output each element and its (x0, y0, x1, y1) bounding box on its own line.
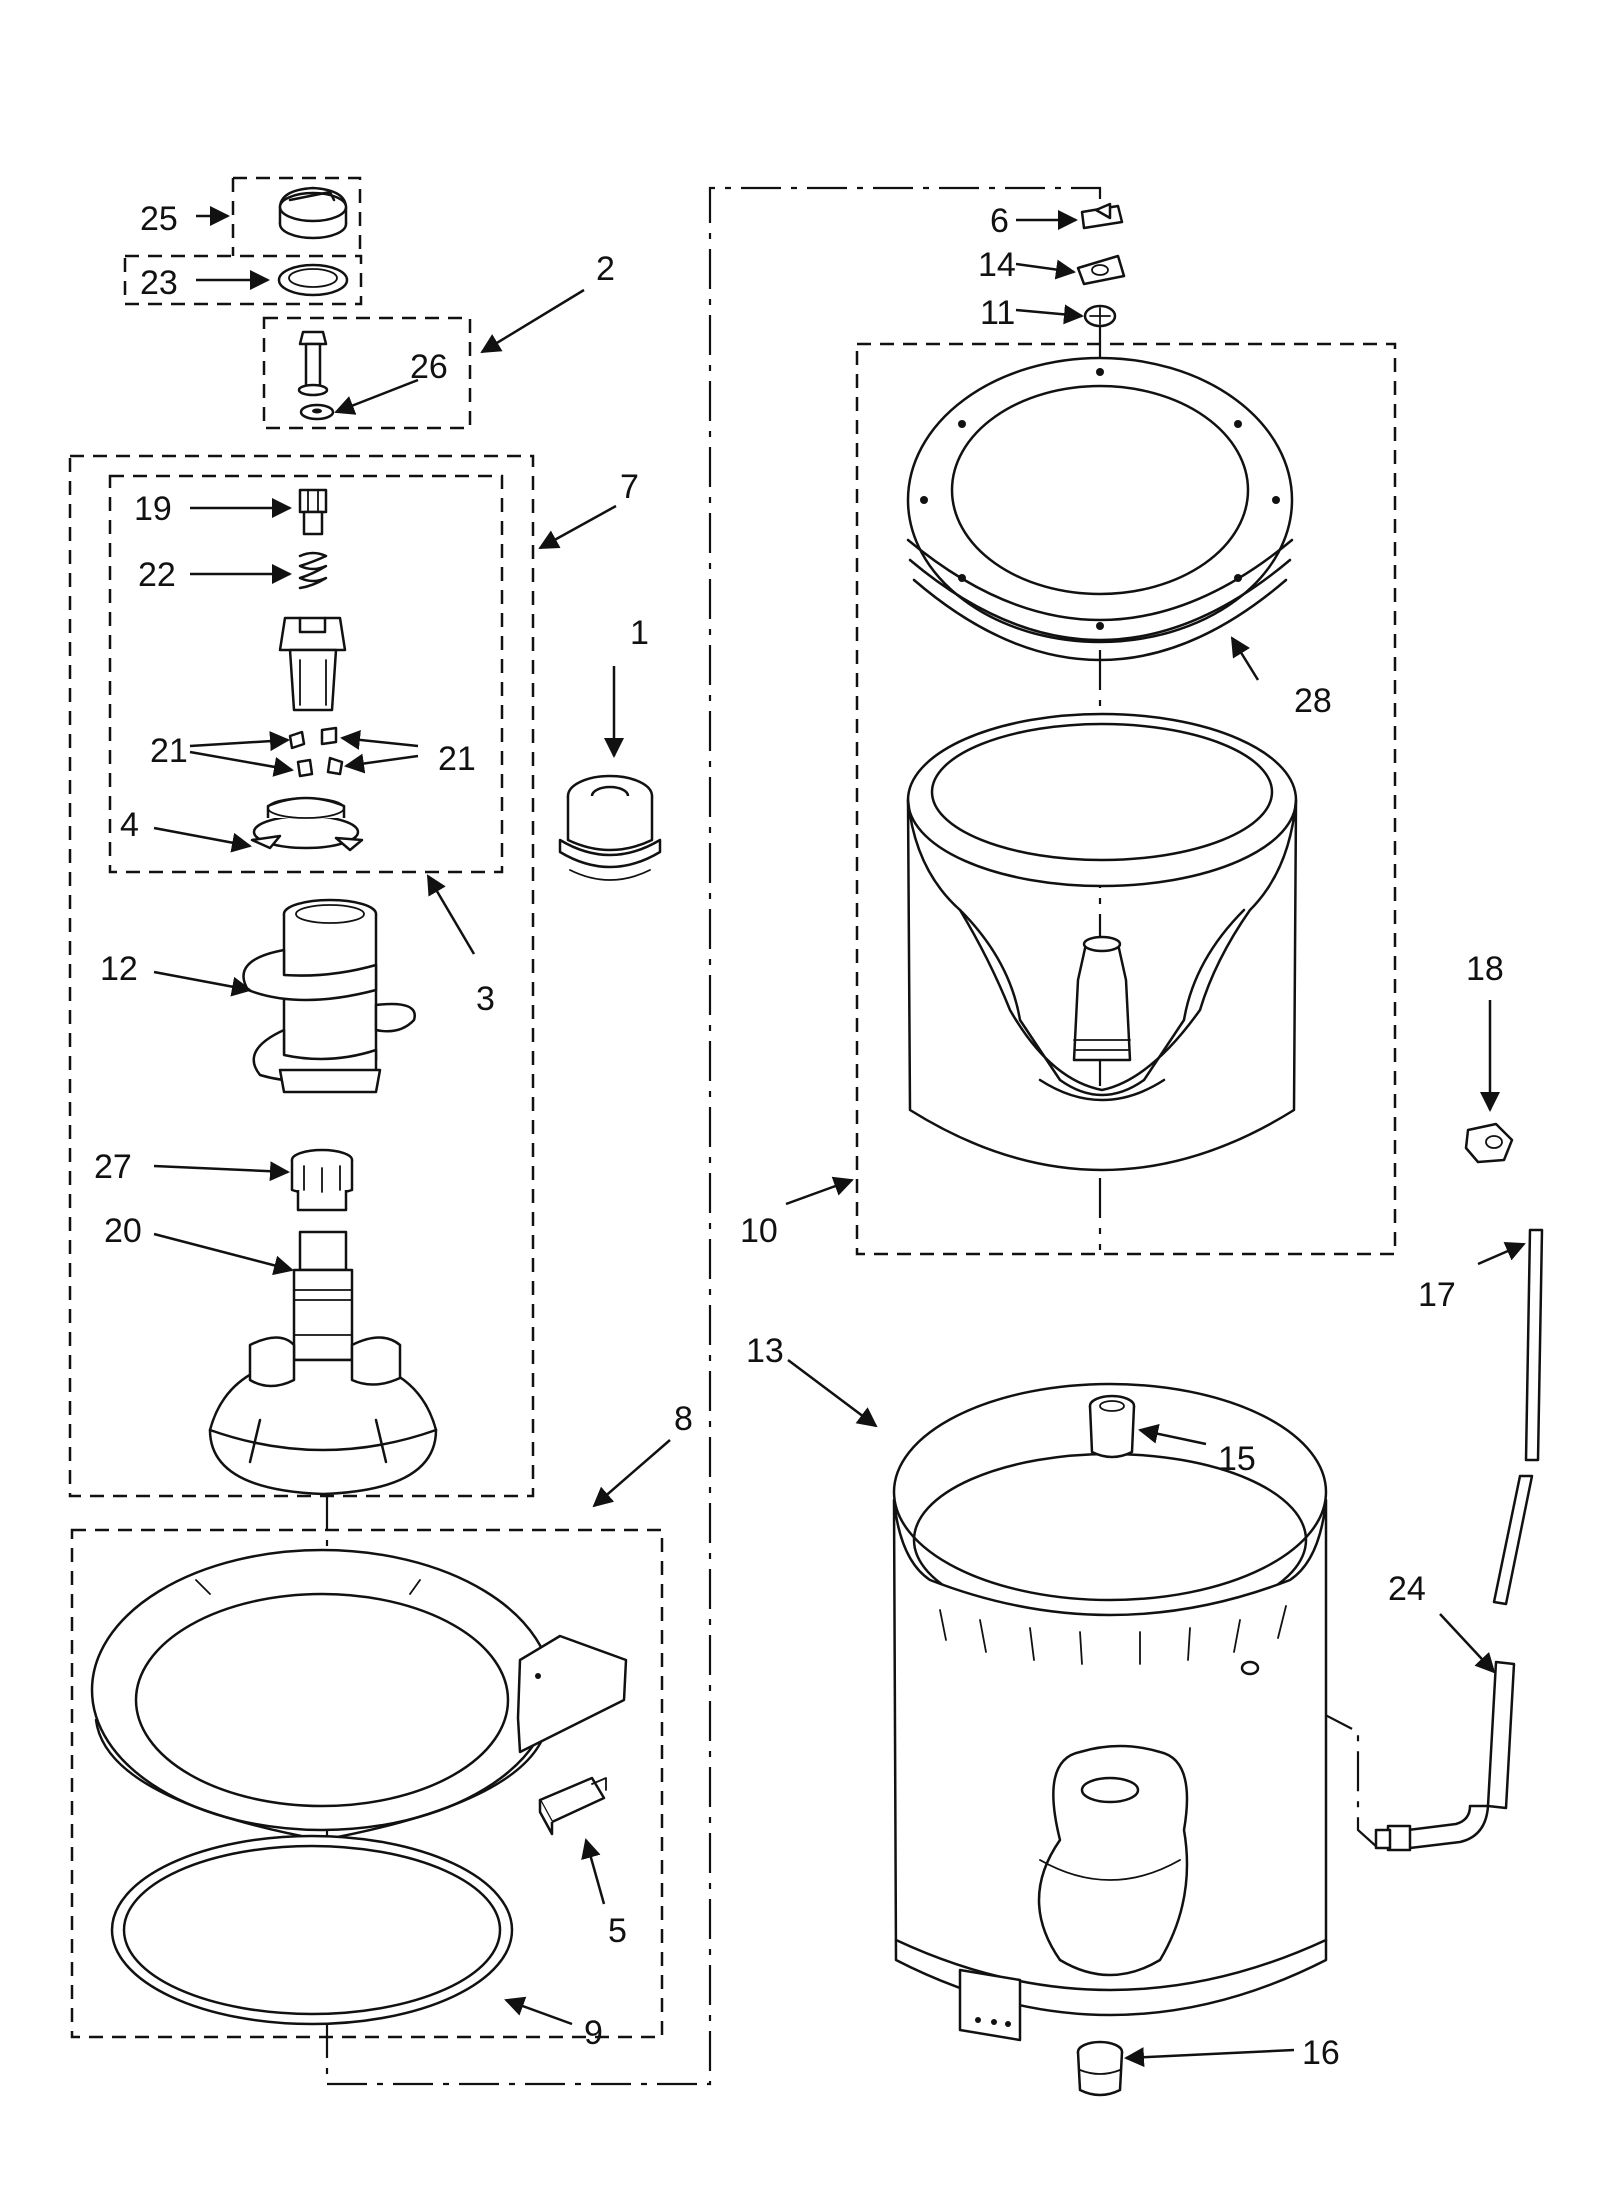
cap-gasket-icon (277, 263, 349, 297)
callout-25: 25 (140, 200, 178, 238)
hose-clamp-icon (1464, 1122, 1514, 1164)
box-10 (855, 342, 1397, 1256)
agitator-base-icon (208, 1230, 438, 1496)
lid-switch-icon (538, 1776, 607, 1836)
callout-18: 18 (1466, 950, 1504, 988)
fill-hose-icon (1492, 1228, 1544, 1606)
callout-5: 5 (608, 1912, 627, 1950)
callout-15: 15 (1218, 1440, 1256, 1478)
balance-ring-icon (906, 356, 1294, 662)
callout-20: 20 (104, 1212, 142, 1250)
nut-small-icon (1080, 202, 1124, 230)
callout-1: 1 (630, 614, 649, 652)
tub-ring-icon (90, 1548, 628, 1881)
callout-11: 11 (980, 294, 1015, 332)
callout-9: 9 (584, 2014, 603, 2052)
callout-24: 24 (1388, 1570, 1426, 1608)
callout-12: 12 (100, 950, 138, 988)
callout-23: 23 (140, 264, 178, 302)
box-7 (68, 454, 535, 1498)
callout-26: 26 (410, 348, 448, 386)
box-25 (233, 176, 362, 256)
dogs-ring-icon (250, 796, 364, 852)
snubber-ring-icon (110, 1834, 514, 2026)
transmission-cap-icon (278, 186, 348, 240)
callout-6: 6 (990, 202, 1009, 240)
callout-28: 28 (1294, 682, 1332, 720)
callout-7: 7 (620, 468, 639, 506)
agitator-dogs-icon (288, 726, 344, 778)
box-3 (108, 474, 504, 874)
agitator-spring-icon (298, 551, 328, 590)
callout-21-right: 21 (438, 740, 476, 778)
tub-seal-icon (1076, 2040, 1124, 2097)
callout-22: 22 (138, 556, 176, 594)
drive-block-icon (1076, 254, 1126, 286)
drain-hose-icon (1374, 1660, 1516, 1852)
agitator-cam-icon (298, 488, 328, 536)
callout-10: 10 (740, 1212, 778, 1250)
cam-housing-icon (278, 616, 347, 712)
callout-17: 17 (1418, 1276, 1456, 1314)
callout-4: 4 (120, 806, 139, 844)
callout-arrows (153, 206, 1526, 2068)
drive-bell-icon (290, 1148, 354, 1212)
box-8 (70, 1528, 664, 2039)
auger-icon (242, 898, 416, 1094)
callout-21-left: 21 (150, 732, 188, 770)
box-2 (262, 316, 472, 430)
callout-labels: 25 23 2 26 7 19 22 21 21 1 4 3 12 27 20 … (94, 200, 1504, 2072)
spanner-nut-icon (1083, 304, 1117, 328)
callout-2: 2 (596, 250, 615, 288)
callout-3: 3 (476, 980, 495, 1018)
box-23 (123, 254, 363, 306)
outer-tub-icon (892, 1382, 1328, 2042)
callout-14: 14 (978, 246, 1016, 284)
pump-coupling-icon (1088, 1394, 1136, 1459)
basket-icon (906, 712, 1298, 1172)
seal-icon (558, 774, 662, 881)
callout-13: 13 (746, 1332, 784, 1370)
callout-27: 27 (94, 1148, 132, 1186)
callout-16: 16 (1302, 2034, 1340, 2072)
callout-8: 8 (674, 1400, 693, 1438)
callout-19: 19 (134, 490, 172, 528)
group-boxes (68, 176, 1397, 2039)
hub-bolt-icon (297, 330, 335, 421)
